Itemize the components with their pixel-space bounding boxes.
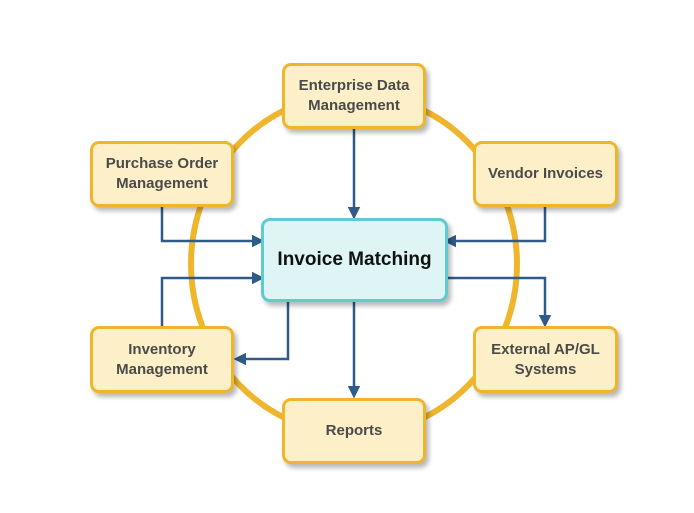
node-reports: Reports: [282, 398, 426, 464]
node-inventory-management: Inventory Management: [90, 326, 234, 393]
node-purchase-order-management: Purchase Order Management: [90, 141, 234, 207]
arrow-inventory-to-matching: [160, 271, 265, 327]
node-enterprise-data-management: Enterprise Data Management: [282, 63, 426, 129]
node-external-ap-gl-systems: External AP/GL Systems: [473, 326, 618, 393]
arrow-vendor-invoices-to-matching: [443, 206, 547, 248]
node-invoice-matching: Invoice Matching: [261, 218, 448, 302]
arrow-matching-to-external-ap-gl: [448, 276, 552, 328]
arrow-matching-to-inventory: [233, 300, 290, 366]
node-vendor-invoices: Vendor Invoices: [473, 141, 618, 207]
arrow-purchase-order-to-matching: [160, 206, 265, 248]
